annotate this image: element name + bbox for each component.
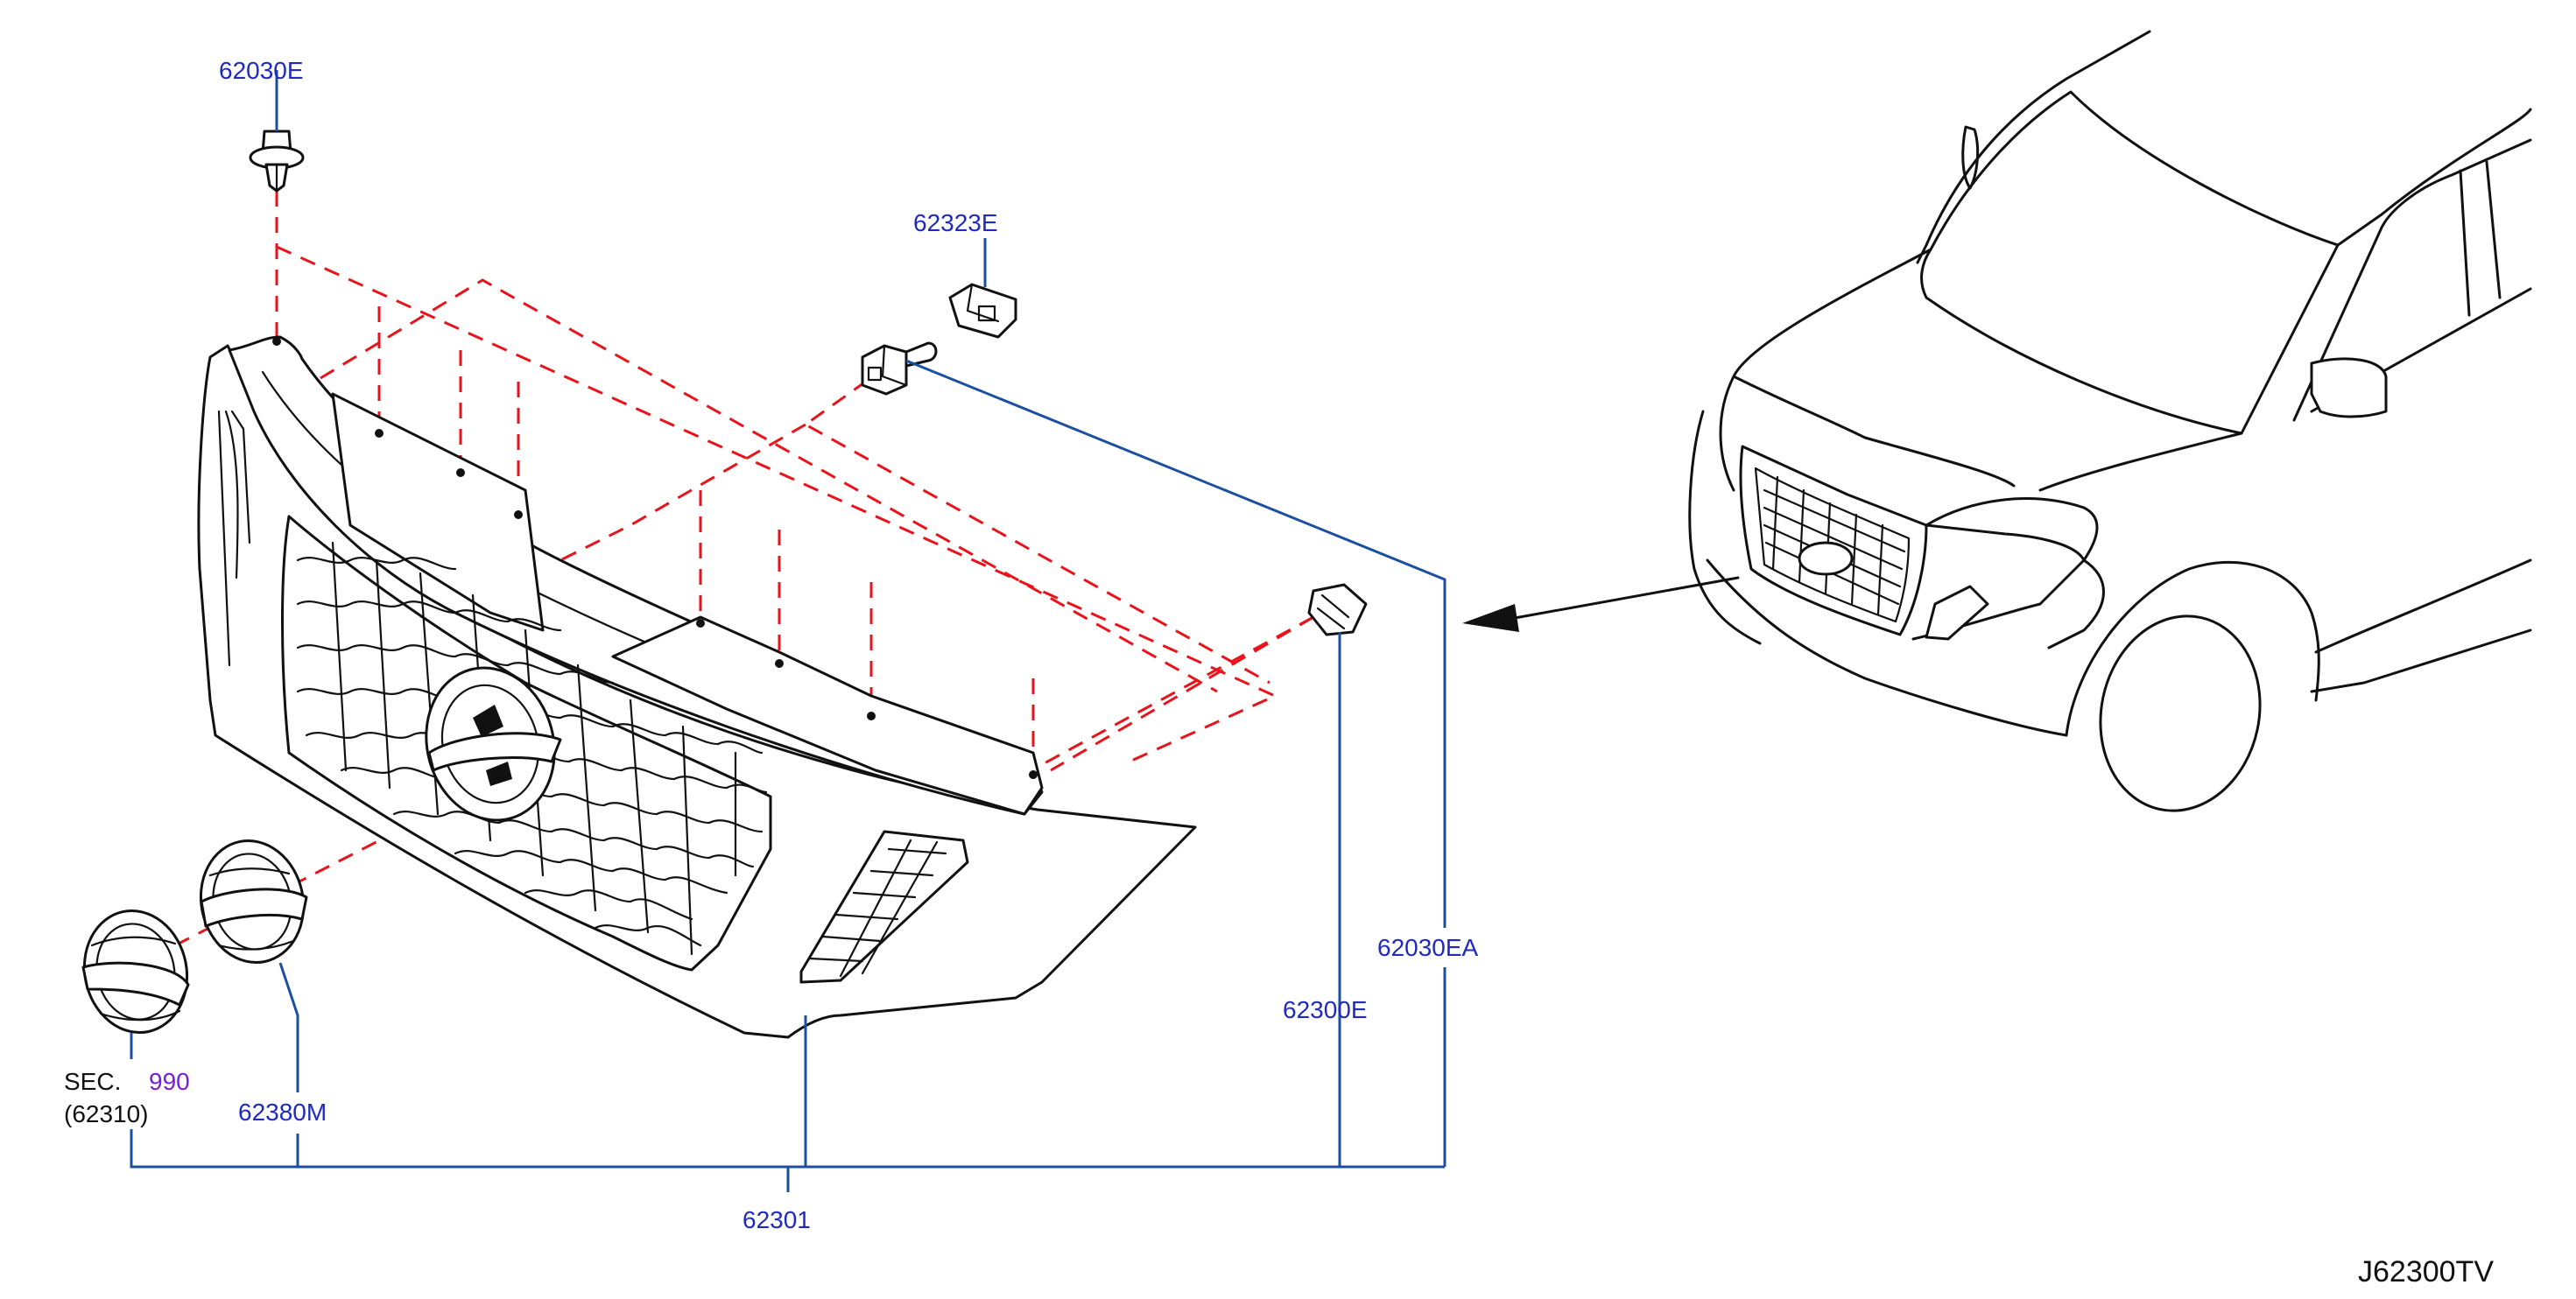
mount-hole [272,337,281,346]
mount-hole [696,619,705,628]
mount-hole [775,659,784,668]
vehicle-hood [1719,248,1932,492]
upper-clip [861,341,938,396]
label-sec-prefix: SEC. [64,1068,121,1095]
vehicle-mirror [2310,357,2388,418]
mount-hole [514,510,523,519]
mount-hole [1029,770,1038,779]
label-62030EA: 62030EA [1377,934,1479,961]
retainer-62323E [948,283,1017,339]
vehicle-emblem [1798,541,1854,576]
mount-hole [456,468,465,477]
vehicle-roofline [1916,30,2151,264]
vehicle-illustration [1462,30,2532,812]
drawing-code: J62300TV [2358,1255,2494,1288]
leader-lines [130,70,1446,1192]
pointer-arrow [1462,604,1519,632]
mount-hole [867,712,876,720]
label-62300E: 62300E [1283,996,1368,1023]
label-62030E: 62030E [219,57,304,84]
clip-62300E [1307,583,1368,636]
mount-hole [375,429,384,438]
label-sec-sub: (62310) [64,1100,149,1127]
label-62380M: 62380M [238,1099,327,1126]
side-vent-slats [808,839,947,978]
grille-emblem [425,666,562,822]
emblem-62380M [199,839,308,965]
emblem-front [81,909,190,1035]
vehicle-grille-mesh [1763,475,1906,616]
vehicle-wheel-arch [2065,560,2320,737]
callout-labels: 62030E 62323E 62030EA 62300E 62380M 6230… [64,57,2494,1288]
grille-upper-tab [331,392,545,632]
vehicle-windshield [1920,90,2340,435]
label-62323E: 62323E [913,209,998,236]
push-clip-62030E [249,130,305,193]
label-62301: 62301 [743,1206,811,1233]
vehicle-wheel [2099,614,2262,812]
front-grille-assembly [197,335,1197,1039]
grille-center-tab [611,615,1044,816]
label-sec-number: 990 [149,1068,190,1095]
grille-side-vent [799,830,969,984]
